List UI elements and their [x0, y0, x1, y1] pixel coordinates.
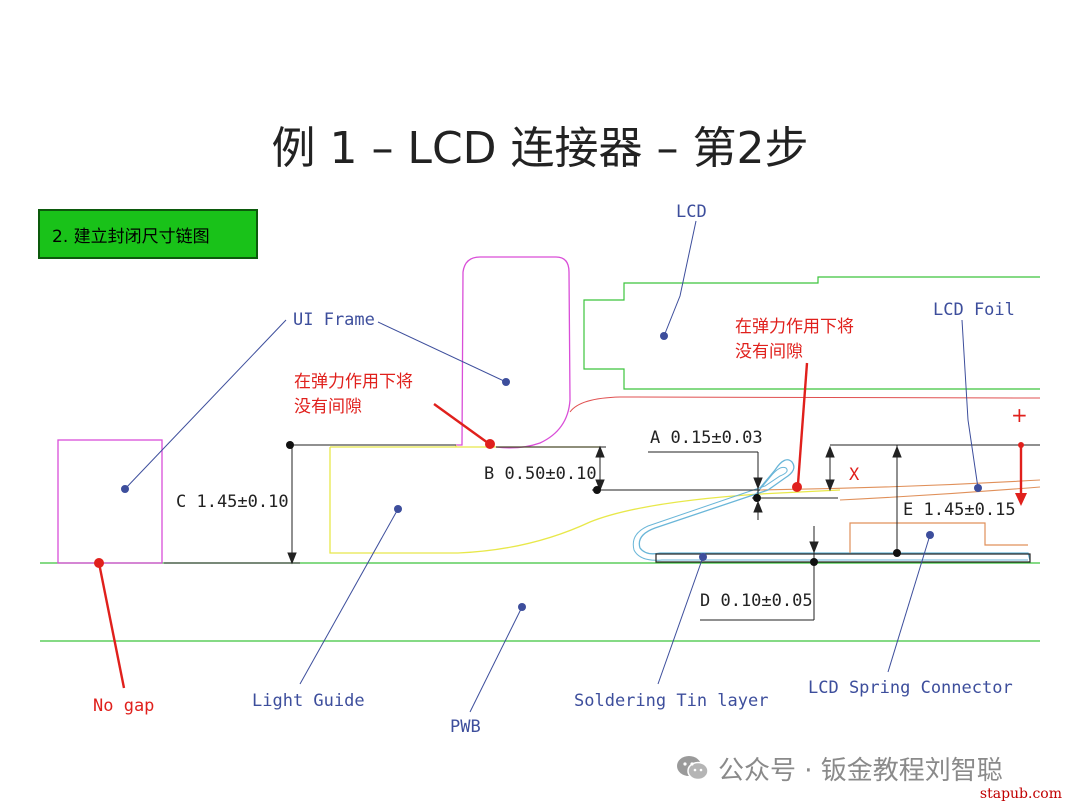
- label-no-gap: No gap: [93, 696, 154, 716]
- ui-frame-leader: [377, 321, 507, 383]
- spring-connector-base: [849, 522, 1028, 553]
- no-gap-leader: [97, 562, 126, 689]
- note-2-line2: 没有间隙: [735, 342, 803, 362]
- spring-connector-outline: [638, 459, 1031, 561]
- point-d: [810, 558, 818, 566]
- lcd-foil-line-2: [839, 486, 1041, 501]
- ui-frame-outline: [456, 256, 571, 449]
- note-1-line2: 没有间隙: [294, 397, 362, 417]
- ui-frame-block: [57, 439, 163, 564]
- dim-d-text: D 0.10±0.05: [700, 591, 813, 611]
- watermark-text: 公众号 · 钣金教程刘智聪: [718, 755, 1003, 786]
- page-title: 例 1 – LCD 连接器 – 第2步: [271, 123, 809, 174]
- dim-c-text: C 1.45±0.10: [176, 492, 289, 512]
- light-guide-leader: [299, 508, 399, 685]
- dim-b-text: B 0.50±0.10: [484, 464, 597, 484]
- force-arrow: [1015, 442, 1027, 506]
- label-pwb: PWB: [450, 717, 481, 737]
- note-2-point: [792, 482, 802, 492]
- lcd-foil-leader: [961, 319, 979, 489]
- ui-frame-point: [502, 378, 510, 386]
- note-1-point: [485, 439, 495, 449]
- light-guide-point: [394, 505, 402, 513]
- dimension-a: [648, 451, 838, 520]
- label-lcd: LCD: [676, 202, 707, 222]
- lcd-point: [660, 332, 668, 340]
- ui-frame-leader-2: [124, 319, 287, 490]
- lcd-foil-point: [974, 484, 982, 492]
- pwb-leader: [469, 606, 523, 713]
- soldering-tin-leader: [657, 556, 704, 685]
- point-b: [593, 486, 601, 494]
- note-2-line1: 在弹力作用下将: [735, 317, 854, 337]
- spring-connector-leader: [887, 534, 931, 673]
- lcd-foil-line: [600, 479, 1041, 491]
- ui-frame-lower-curve: [569, 396, 1041, 413]
- step-label-box: 2. 建立封闭尺寸链图: [38, 209, 258, 259]
- label-light-guide: Light Guide: [252, 691, 365, 711]
- dim-e-text: E 1.45±0.15: [903, 500, 1016, 520]
- dimension-c: [164, 444, 456, 565]
- dimension-e: [892, 445, 902, 553]
- point-a: [753, 494, 761, 502]
- label-lcd-spring-connector: LCD Spring Connector: [808, 678, 1013, 698]
- soldering-tin-layer-bar: [655, 553, 1031, 563]
- site-url: stapub.com: [979, 786, 1062, 802]
- lcd-leader: [663, 220, 697, 337]
- note-2-leader: [796, 362, 809, 485]
- spring-connector-inner: [632, 466, 1028, 561]
- lcd-outline: [583, 276, 1040, 390]
- step-label: 2. 建立封闭尺寸链图: [52, 226, 210, 247]
- block-point: [121, 485, 129, 493]
- point-e: [893, 549, 901, 557]
- no-gap-point: [94, 558, 104, 568]
- point-c-top: [286, 441, 294, 449]
- dim-x-text: X: [849, 465, 860, 485]
- dimension-x: [825, 444, 1040, 492]
- soldering-tin-point: [699, 553, 707, 561]
- label-soldering-tin-layer: Soldering Tin layer: [574, 691, 768, 711]
- dim-a-text: A 0.15±0.03: [650, 428, 763, 448]
- note-1-line1: 在弹力作用下将: [294, 372, 413, 392]
- light-guide-outline: [329, 445, 841, 554]
- watermark: 公众号 · 钣金教程刘智聪: [676, 748, 1003, 788]
- dimension-b: [496, 445, 760, 492]
- note-1-leader: [433, 403, 489, 444]
- dimension-d: [700, 526, 819, 621]
- label-ui-frame: UI Frame: [293, 310, 375, 330]
- spring-connector-point: [926, 531, 934, 539]
- pwb-point: [518, 603, 526, 611]
- plus-sign: +: [1011, 403, 1028, 427]
- wechat-icon: [677, 756, 709, 781]
- label-lcd-foil: LCD Foil: [933, 300, 1015, 320]
